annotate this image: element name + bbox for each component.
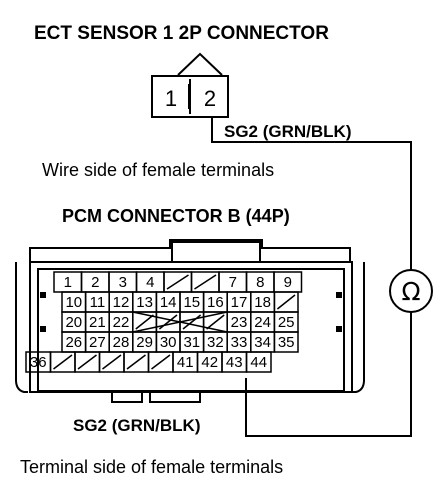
pcm-pin-unused-mark [135,314,154,330]
pcm-pin-number: 26 [65,334,82,351]
test-lead-wire [211,117,412,270]
pcm-pin-number: 28 [113,334,130,351]
terminal-side-caption: Terminal side of female terminals [20,457,284,477]
pcm-pin-number: 1 [64,274,72,291]
pcm-pin-unused-mark [206,314,225,330]
pcm-pin-number: 3 [119,274,127,291]
pcm-pin-number: 43 [226,354,243,371]
pcm-pin-number: 35 [278,334,295,351]
pcm-pin-number: 4 [146,274,154,291]
pcm-pin-cell [245,351,272,373]
pcm-pin-unused-mark [276,294,296,310]
pcm-pin-number: 8 [256,274,264,291]
pcm-pin-unused-mark [194,274,217,290]
pcm-pin-number: 14 [160,294,177,311]
pcm-pin-number: 12 [113,294,130,311]
ect-connector-latch [177,52,223,76]
pcm-pin-unused-mark [77,354,97,370]
pcm-pin-number: 42 [201,354,218,371]
pcm-pin-number: 23 [231,314,248,331]
pcm-pin-number: 22 [113,314,130,331]
pcm-pin-number: 7 [229,274,237,291]
pcm-pin-unused-mark [102,354,122,370]
pcm-lock-stud-left-lower [40,326,46,332]
pcm-connector-housing [15,239,365,393]
pcm-pin-number: 18 [254,294,271,311]
pcm-pin-number: 17 [231,294,248,311]
pcm-pin-number: 15 [183,294,200,311]
pcm-pin-number: 11 [90,294,106,311]
pcm-pin-number: 25 [278,314,295,331]
pcm-bottom-keys [111,392,201,403]
pcm-pin-number: 21 [89,314,106,331]
pcm-pin-number: 27 [89,334,106,351]
pcm-pin-number: 29 [136,334,153,351]
sg2-wire-label-bottom: SG2 (GRN/BLK) [73,416,201,435]
pcm-pin-unused-mark [126,354,146,370]
pcm-pin-number: 33 [231,334,248,351]
pcm-pin-number: 16 [207,294,224,311]
ect-pin-1: 1 [165,86,177,111]
pcm-connector-title: PCM CONNECTOR B (44P) [62,206,290,226]
pcm-pin-unused-mark [151,354,171,370]
ect-connector [151,52,229,118]
ect-pin-2: 2 [204,86,216,111]
ohmmeter-symbol: Ω [401,277,420,306]
pcm-pin-number: 34 [254,334,271,351]
pcm-pin-number: 20 [65,314,82,331]
pcm-pin-number: 24 [254,314,271,331]
pcm-pin-unused-mark [53,354,73,370]
pcm-pin-number: 44 [250,354,267,371]
pcm-lock-stud-left-upper [40,292,46,298]
pcm-pin-cell [273,331,299,353]
pcm-pin-unused-mark [182,314,202,330]
pcm-pin-number: 32 [207,334,224,351]
pcm-latch-tab [171,241,261,263]
ect-connector-body [151,75,229,118]
pcm-pin-number: 9 [284,274,292,291]
pcm-lock-stud-right-upper [336,292,342,298]
pcm-lock-stud-right-lower [336,326,342,332]
ohmmeter: Ω [389,269,433,313]
pcm-pin-number: 2 [91,274,99,291]
sg2-wire-label-top: SG2 (GRN/BLK) [224,122,352,141]
pcm-pin-number: 30 [160,334,177,351]
pcm-pin-number: 41 [177,354,194,371]
pcm-pin-number: 13 [136,294,153,311]
pcm-pin-number: 36 [30,354,47,371]
ect-connector-title: ECT SENSOR 1 2P CONNECTOR [34,23,329,44]
test-lead-wire-return [245,312,412,437]
pcm-blank-block-cross [132,311,228,333]
pcm-pin-unused-mark [158,314,178,330]
pcm-pin-unused-mark [166,274,189,290]
pcm-pin-number: 10 [65,294,82,311]
pcm-pin-number: 31 [183,334,200,351]
wire-side-caption: Wire side of female terminals [42,160,275,180]
